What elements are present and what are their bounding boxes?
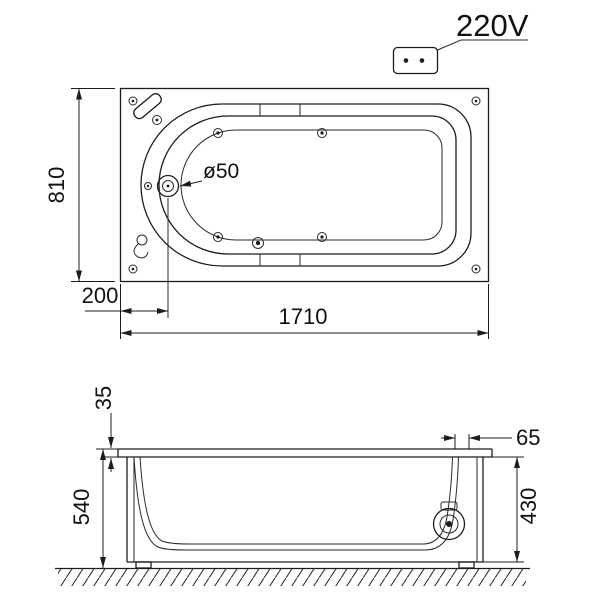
apron-frame: [126, 457, 484, 569]
drain-offset-dimension-label: 200: [82, 283, 119, 308]
total-height-dimension: 540: [69, 448, 118, 568]
total-height-dimension-label: 540: [69, 489, 94, 526]
body-height-dimension: 430: [483, 456, 541, 563]
tub-cross-section: [133, 456, 459, 551]
power-outlet-icon: [392, 39, 528, 75]
length-dimension-label: 1710: [279, 304, 328, 329]
drain-diameter-label: ø50: [203, 160, 239, 183]
length-dimension: 1710: [120, 284, 489, 339]
width-dimension: 810: [44, 88, 115, 282]
body-height-dimension-label: 430: [516, 488, 541, 525]
left-foot: [135, 561, 152, 569]
voltage-label: 220V: [456, 8, 529, 43]
drain-leader-arrow: [179, 180, 203, 187]
tub-deck-outline: [119, 87, 490, 283]
top-view: ø50 810 200 1710: [44, 87, 490, 339]
water-jets: [144, 128, 327, 249]
rim-seams: [259, 104, 301, 266]
pump-offset-dimension-label: 65: [516, 425, 540, 450]
pump-icon: [432, 501, 466, 541]
pump-offset-dimension: 65: [441, 425, 540, 450]
drain-offset-dimension: 200: [82, 198, 169, 318]
drain-lever-icon: [133, 234, 149, 259]
side-rim: [117, 448, 493, 458]
tub-rim-inner: [158, 115, 457, 255]
outlet-leader-line: [437, 39, 528, 51]
rim-lip-dimension: 35: [91, 386, 118, 472]
drain-circle: [156, 174, 180, 198]
rim-lip-dimension-label: 35: [91, 386, 116, 410]
faucet-handle-icon: [133, 93, 162, 125]
right-foot: [458, 561, 475, 569]
corner-bolts: [128, 96, 481, 274]
side-view: 35 540 65 430: [55, 386, 541, 586]
ground-hatch: [55, 567, 530, 586]
width-dimension-label: 810: [44, 167, 69, 204]
tub-basin-outline: [180, 129, 443, 241]
tub-rim-outer: [140, 103, 472, 267]
